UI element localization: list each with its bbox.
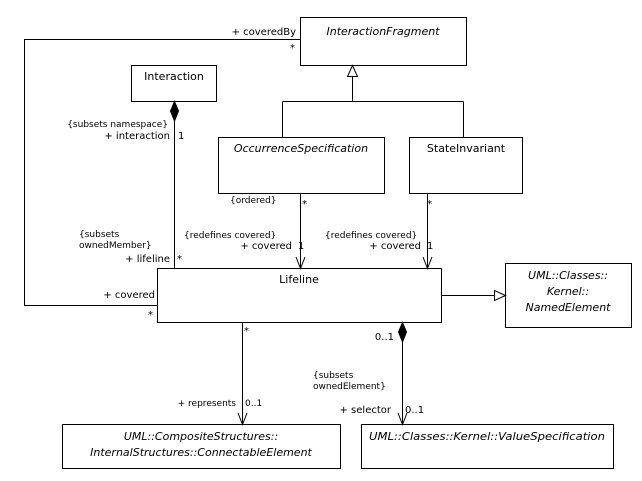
- selector-subsets-line-1: {subsets: [313, 371, 354, 381]
- occurrence-covered-arrowhead: [295, 256, 306, 270]
- interaction-multiplicity: 1: [178, 131, 184, 142]
- lifeline-role: + lifeline: [125, 254, 170, 265]
- value-specification-name: UML::Classes::Kernel::ValueSpecification: [369, 430, 605, 443]
- represents-arrowhead: [237, 412, 248, 426]
- connectable-element-name-line-2: InternalStructures::ConnectableElement: [90, 446, 312, 459]
- state-covered-arrowhead: [422, 256, 433, 270]
- connectable-element-name-line-1: UML::CompositeStructures::: [124, 430, 278, 443]
- value-specification-box[interactable]: [361, 424, 614, 469]
- occurrence-specification-name: OccurrenceSpecification: [234, 142, 368, 155]
- occurrence-specification-box[interactable]: [218, 137, 385, 194]
- lifeline-generalization-arrowhead: [494, 289, 507, 302]
- selector-multiplicity: 0..1: [405, 405, 424, 416]
- interaction-fragment-name: InteractionFragment: [326, 25, 440, 38]
- state-end-multiplicity: *: [427, 199, 432, 210]
- occurrence-redefines-label: {redefines covered}: [184, 231, 276, 241]
- covered-by-multiplicity: *: [290, 43, 295, 54]
- interaction-subsets-label: {subsets namespace}: [67, 120, 168, 130]
- state-invariant-box[interactable]: [409, 137, 523, 194]
- occurrence-covered-multiplicity: 1: [298, 241, 304, 252]
- selector-subsets-line-2: ownedElement}: [313, 382, 386, 392]
- state-covered-multiplicity: 1: [427, 241, 433, 252]
- lifeline-subsets-line-2: ownedMember}: [79, 241, 152, 251]
- interaction-composition-diamond: [169, 100, 180, 123]
- occurrence-ordered-label: {ordered}: [230, 196, 277, 206]
- interaction-name: Interaction: [144, 70, 204, 83]
- interaction-role: + interaction: [104, 131, 170, 142]
- represents-end-multiplicity: *: [244, 326, 249, 337]
- occurrence-end-multiplicity: *: [302, 199, 307, 210]
- selector-arrowhead: [397, 412, 408, 426]
- state-redefines-label: {redefines covered}: [325, 231, 417, 241]
- named-element-box[interactable]: [505, 263, 632, 328]
- lifeline-subsets-line-1: {subsets: [79, 230, 120, 240]
- selector-role: + selector: [340, 405, 392, 416]
- named-element-name-line-3: NamedElement: [526, 301, 612, 314]
- lifeline-box[interactable]: [157, 268, 442, 323]
- represents-multiplicity: 0..1: [245, 399, 262, 409]
- covered-by-role: + coveredBy: [232, 27, 296, 38]
- lifeline-name: Lifeline: [279, 273, 319, 286]
- occurrence-covered-role: + covered: [240, 241, 292, 252]
- lifeline-multiplicity: *: [177, 254, 182, 265]
- interaction-fragment-box[interactable]: [300, 17, 467, 66]
- selector-owner-multiplicity: 0..1: [375, 332, 394, 343]
- lifeline-covered-multiplicity: *: [148, 310, 153, 321]
- represents-role: + represents: [178, 399, 237, 409]
- connectable-element-box[interactable]: [62, 424, 341, 469]
- named-element-name-line-1: UML::Classes::: [528, 269, 608, 282]
- generalization-arrowhead: [346, 64, 359, 77]
- covered-by-association: [24, 39, 301, 306]
- state-invariant-name: StateInvariant: [427, 142, 506, 155]
- interaction-box[interactable]: [131, 65, 217, 102]
- named-element-name-line-2: Kernel::: [547, 285, 589, 298]
- lifeline-covered-role: + covered: [103, 290, 155, 301]
- state-covered-role: + covered: [369, 241, 421, 252]
- selector-composition-diamond: [397, 321, 408, 344]
